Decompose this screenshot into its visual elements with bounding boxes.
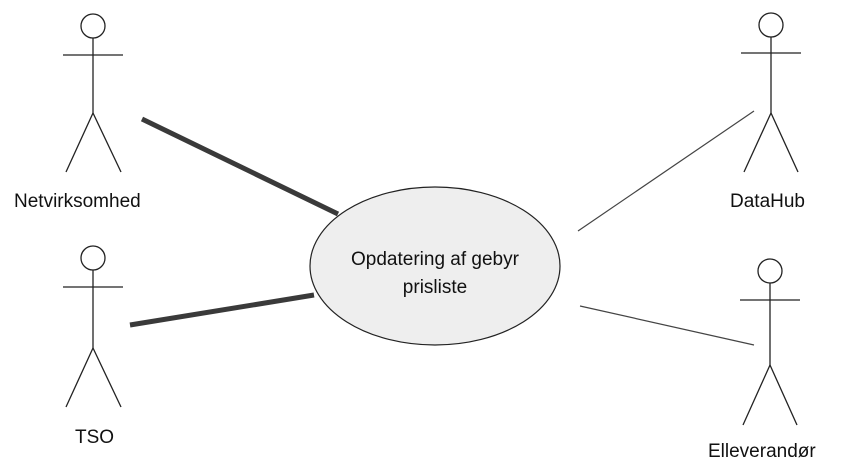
association-tso (129, 292, 315, 328)
use-case-ellipse[interactable] (309, 186, 561, 346)
association-elleverandor (579, 305, 755, 346)
association-netvirksomhed (140, 116, 340, 217)
actor-label-datahub: DataHub (730, 191, 805, 212)
use-case-label-line1: Opdatering af gebyr (351, 249, 519, 270)
use-case-label: Opdatering af gebyr prisliste (318, 246, 552, 302)
actor-tso[interactable] (63, 245, 123, 408)
actor-label-netvirksomhed: Netvirksomhed (14, 191, 141, 212)
actor-datahub[interactable] (741, 12, 801, 173)
actor-label-tso: TSO (75, 427, 115, 448)
actor-netvirksomhed[interactable] (63, 13, 123, 173)
association-datahub (577, 110, 755, 232)
actor-label-elleverandor: Elleverandør (708, 441, 816, 462)
use-case-label-line2: prisliste (402, 277, 468, 298)
actor-elleverandor[interactable] (740, 258, 800, 426)
